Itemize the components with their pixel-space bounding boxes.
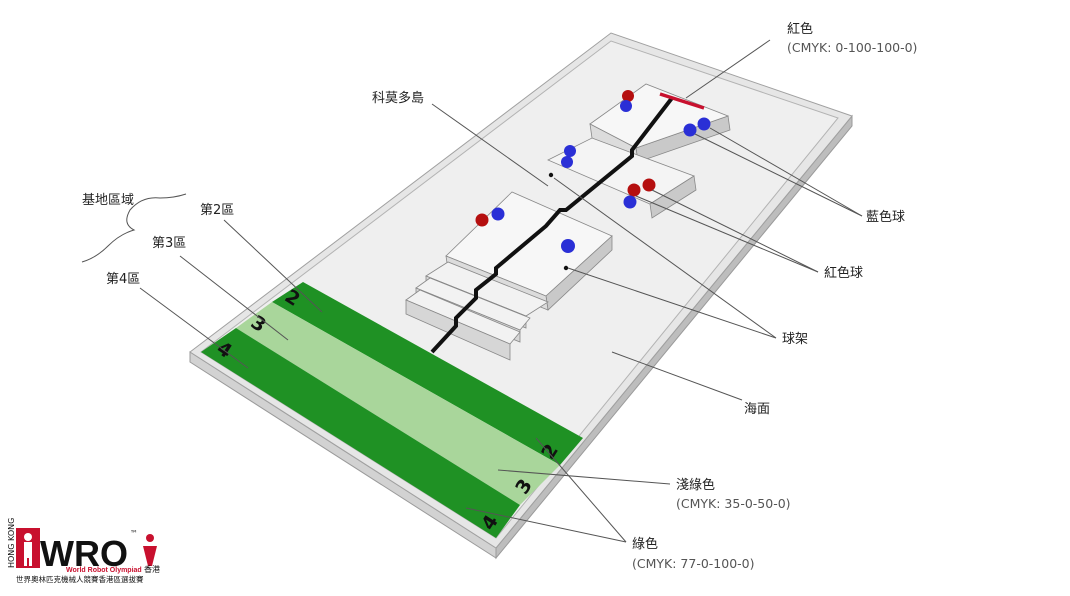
logo-chinese: 世界奧林匹克機械人競賽香港區選拔賽	[16, 574, 144, 584]
label-zone3: 第3區	[152, 236, 186, 251]
red-ball	[642, 178, 656, 192]
ball-rack-pin	[548, 172, 554, 178]
label-island: 科莫多島	[372, 90, 424, 106]
label-blue-ball: 藍色球	[866, 209, 905, 225]
leader-sea	[611, 351, 743, 401]
blue-ball	[683, 123, 697, 137]
blue-ball	[620, 100, 632, 112]
blue-ball	[623, 195, 637, 209]
label-sea: 海面	[744, 402, 770, 417]
leader-red	[685, 39, 771, 99]
label-light-green-cmyk: (CMYK: 35-0-50-0)	[676, 496, 791, 511]
label-rack: 球架	[782, 332, 808, 347]
zone-3-light-green	[236, 302, 560, 505]
zone-2-green	[272, 282, 583, 465]
zone-4-green	[201, 328, 520, 538]
label-green: 綠色	[632, 536, 658, 552]
leader-blue-ball-1	[709, 127, 863, 217]
logo-side-text: HONG KONG	[7, 518, 16, 568]
leader-zone3	[179, 255, 289, 341]
blue-ball	[561, 239, 575, 253]
leader-rack-1	[553, 177, 777, 339]
leader-rack-2	[567, 267, 777, 339]
island-center-line	[430, 96, 674, 354]
logo-wordmark: WRO	[40, 533, 128, 574]
island-tier-2-front-face	[649, 175, 697, 219]
leader-blue-ball-2	[694, 133, 863, 217]
base-area-brace	[81, 193, 187, 263]
blue-ball	[491, 207, 505, 221]
label-green-cmyk: (CMYK: 77-0-100-0)	[632, 556, 755, 571]
logo-tm: ™	[130, 529, 138, 538]
blue-ball	[564, 145, 576, 157]
blue-ball	[561, 156, 573, 168]
blue-ball	[697, 117, 711, 131]
leader-green-2	[465, 507, 627, 543]
wro-logo: HONG KONG WRO ™ World Robot Olympiad 香港 …	[7, 518, 160, 584]
label-base-area: 基地區域	[82, 193, 134, 208]
red-ball	[627, 183, 641, 197]
logo-english: World Robot Olympiad	[66, 567, 142, 574]
red-ball	[475, 213, 489, 227]
ball-rack-pin	[563, 265, 569, 271]
label-red: 紅色	[787, 21, 813, 37]
leader-green-1	[535, 437, 627, 543]
leader-island	[431, 103, 549, 187]
logo-figure-red-icon	[143, 534, 157, 566]
red-strip	[659, 92, 705, 110]
leader-zone2	[223, 219, 323, 313]
base-zones	[201, 282, 583, 538]
label-light-green: 淺綠色	[676, 477, 715, 493]
logo-hk: 香港	[144, 564, 160, 574]
red-ball	[622, 90, 634, 102]
label-zone2: 第2區	[200, 203, 234, 218]
label-red-ball: 紅色球	[824, 265, 863, 281]
leader-zone4	[139, 287, 249, 369]
leader-lines	[81, 39, 863, 543]
label-red-cmyk: (CMYK: 0-100-100-0)	[787, 40, 917, 55]
balls	[475, 90, 711, 253]
label-zone4: 第4區	[106, 272, 140, 287]
labels: 紅色 (CMYK: 0-100-100-0) 科莫多島 基地區域 第2區 第3區…	[82, 21, 917, 571]
island-step-3-front-face	[405, 299, 511, 361]
logo-figure-icon	[24, 533, 32, 566]
leader-red-ball-1	[651, 189, 819, 273]
leader-red-ball-2	[635, 195, 819, 273]
leader-light-green	[497, 469, 671, 485]
